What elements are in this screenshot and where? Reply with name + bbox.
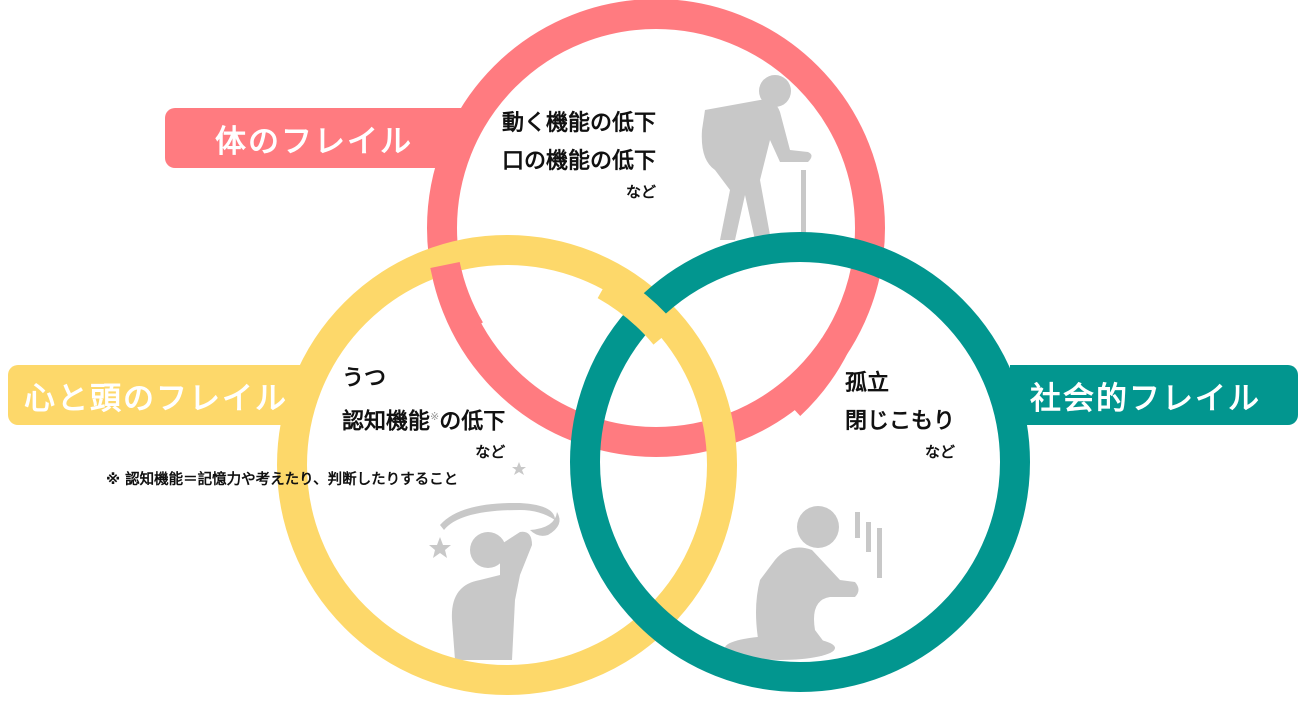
body-frailty-label: 体のフレイル xyxy=(165,108,465,168)
social-ring xyxy=(570,232,1030,692)
social-frailty-items: 孤立 閉じこもり など xyxy=(845,365,955,463)
social-frailty-label: 社会的フレイル xyxy=(1010,365,1298,425)
mind-frailty-label: 心と頭のフレイル xyxy=(8,365,300,425)
social-item-2: 閉じこもり xyxy=(845,409,956,434)
mind-frailty-items: うつ 認知機能※の低下 など xyxy=(342,360,505,463)
mind-item-1: うつ xyxy=(342,366,387,391)
elderly-person-with-cane-icon xyxy=(701,75,812,240)
mind-ring xyxy=(277,235,737,695)
social-etc: など xyxy=(925,443,956,461)
mind-item-2: 認知機能※の低下 xyxy=(342,398,505,441)
body-ring xyxy=(427,0,885,457)
body-item-1: 動く機能の低下 xyxy=(502,111,657,136)
footnote: ※ 認知機能＝記憶力や考えたり、判断したりすること xyxy=(106,472,459,488)
dizzy-person-holding-head-icon xyxy=(429,462,560,660)
mind-item-2-text: 認知機能 xyxy=(342,409,431,435)
body-frailty-label-text: 体のフレイル xyxy=(215,123,413,160)
body-item-2: 口の機能の低下 xyxy=(502,149,657,174)
social-item-1: 孤立 xyxy=(845,371,890,396)
body-frailty-items: 動く機能の低下 口の機能の低下 など xyxy=(502,105,656,203)
social-frailty-label-text: 社会的フレイル xyxy=(1030,380,1261,417)
note-mark: ※ xyxy=(430,410,440,423)
mind-frailty-label-text: 心と頭のフレイル xyxy=(24,380,288,417)
mind-item-2-suffix: の低下 xyxy=(439,409,506,435)
mind-etc: など xyxy=(475,443,506,462)
body-etc: など xyxy=(626,183,657,201)
person-sitting-alone-icon xyxy=(725,506,882,660)
